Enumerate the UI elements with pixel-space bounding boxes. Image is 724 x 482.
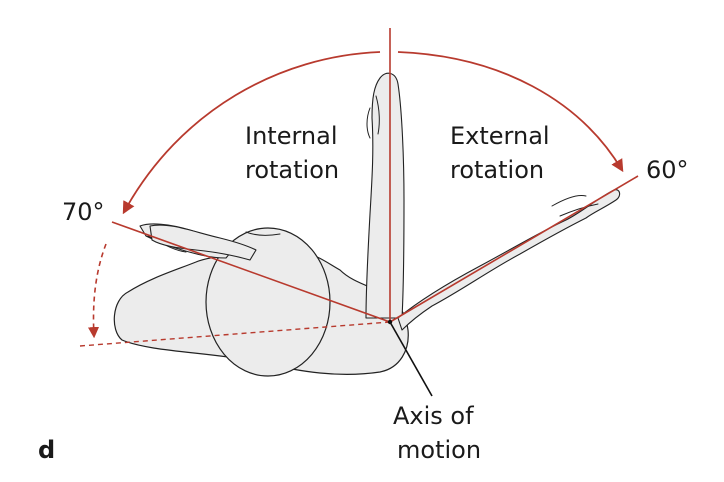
- dashed-extension-line: [79, 321, 391, 347]
- panel-letter: d: [38, 436, 55, 464]
- external-label-line2: rotation: [450, 156, 544, 184]
- angle-right-label: 60°: [646, 156, 689, 184]
- dashed-rotation-arc: [87, 243, 107, 339]
- vertical-hand-detail: [366, 95, 380, 139]
- hair-detail: [245, 231, 281, 236]
- axis-label-line1: Axis of: [393, 402, 474, 430]
- external-rotation-arc: [397, 51, 624, 173]
- external-rotation-line: [389, 175, 639, 323]
- axis-pointer-line: [389, 321, 433, 397]
- head-shape: [205, 227, 331, 377]
- axis-label-line2: motion: [397, 436, 481, 464]
- internal-label-line2: rotation: [245, 156, 339, 184]
- internal-rotation-line: [111, 221, 391, 323]
- angle-left-label: 70°: [62, 198, 105, 226]
- external-label-line1: External: [450, 122, 550, 150]
- internal-rotation-arc: [122, 51, 381, 215]
- vertical-forearm-shape: [365, 72, 405, 319]
- internal-forearm-shape: [149, 224, 257, 261]
- external-forearm-shape: [397, 189, 621, 331]
- internal-label-line1: Internal: [245, 122, 338, 150]
- axis-point: [387, 319, 393, 325]
- external-hand-detail: [551, 195, 599, 217]
